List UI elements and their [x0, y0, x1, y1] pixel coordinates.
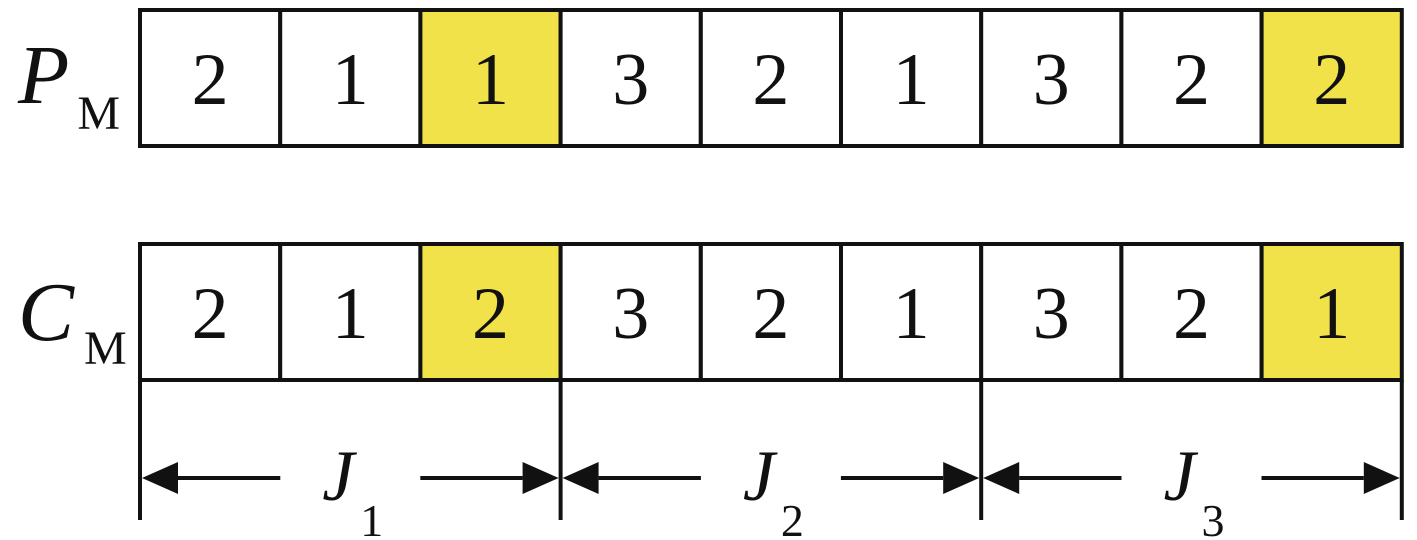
cell-value: 2 [192, 273, 229, 355]
row-cells: 2 1 1 3 2 1 3 2 2 [138, 8, 1404, 148]
cell-value: 2 [1313, 39, 1350, 121]
arrowhead-right [943, 462, 980, 494]
cell [1119, 8, 1264, 148]
cell-value: 3 [612, 273, 649, 355]
row-cells: 2 1 2 3 2 1 3 2 1 [138, 242, 1404, 382]
cell [138, 8, 283, 148]
job-segments: J1 J2 J3 [138, 380, 1404, 540]
job-label: J2 [743, 436, 804, 540]
cell [138, 242, 283, 382]
cell-value: 1 [1313, 273, 1350, 355]
cell-value: 2 [472, 273, 509, 355]
cell-value: 1 [332, 273, 369, 355]
cell-value: 3 [1033, 273, 1070, 355]
cell-value: 1 [893, 273, 930, 355]
cell-value: 1 [893, 39, 930, 121]
cell-value: 2 [752, 39, 789, 121]
cell-value: 3 [1033, 39, 1070, 121]
cell [278, 8, 423, 148]
cell [979, 242, 1124, 382]
cell [698, 8, 843, 148]
cell [1119, 242, 1264, 382]
highlighted-cell [1259, 242, 1404, 382]
cell-value: 1 [472, 39, 509, 121]
highlighted-cell [1259, 8, 1404, 148]
highlighted-cell [418, 242, 563, 382]
cell-value: 3 [612, 39, 649, 121]
cell-value: 2 [1173, 39, 1210, 121]
cell [698, 242, 843, 382]
arrowhead-left [562, 462, 599, 494]
cell-value: 2 [192, 39, 229, 121]
cell [839, 8, 984, 148]
arrowhead-left [142, 462, 178, 494]
cell [558, 242, 703, 382]
arrowhead-right [522, 462, 559, 494]
job-label: J1 [322, 436, 383, 540]
arrowhead-right [1363, 462, 1400, 494]
cell-value: 1 [332, 39, 369, 121]
cell [979, 8, 1124, 148]
highlighted-cell [418, 8, 563, 148]
cell-value: 2 [752, 273, 789, 355]
job-label: J3 [1164, 436, 1225, 540]
cell-value: 2 [1173, 273, 1210, 355]
arrowhead-left [983, 462, 1020, 494]
